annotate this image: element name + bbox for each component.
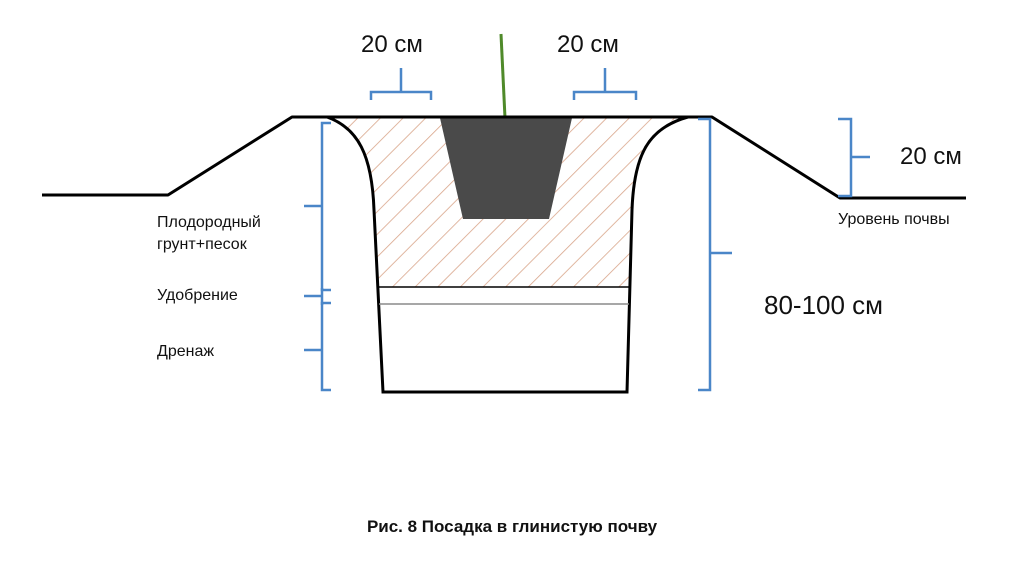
label-soil-level: Уровень почвы <box>838 211 950 228</box>
label-drainage: Дренаж <box>157 343 215 360</box>
label-mound-height: 20 см <box>900 143 962 170</box>
bracket-drainage <box>304 301 331 392</box>
label-top-left-width: 20 см <box>361 31 423 58</box>
ground-profile <box>42 115 966 200</box>
figure-caption: Рис. 8 Посадка в глинистую почву <box>366 517 658 536</box>
bracket-fertile-soil <box>304 121 331 292</box>
plant-stem <box>499 33 507 119</box>
label-fertilizer: Удобрение <box>157 287 238 304</box>
label-fertile-soil-line2: грунт+песок <box>157 236 247 253</box>
label-fertile-soil-line1: Плодородный <box>157 214 261 231</box>
label-top-right-width: 20 см <box>557 31 619 58</box>
root-ball <box>440 118 572 219</box>
bracket-pit-depth <box>698 117 732 392</box>
bracket-mound-height <box>838 117 870 198</box>
pit-outline <box>326 115 689 394</box>
bracket-top-left <box>369 68 433 100</box>
label-fertile-soil: Плодородный грунт+песок <box>157 212 261 256</box>
bracket-fertilizer <box>304 288 324 305</box>
label-pit-depth: 80-100 см <box>764 290 884 320</box>
bracket-top-right <box>572 68 638 100</box>
